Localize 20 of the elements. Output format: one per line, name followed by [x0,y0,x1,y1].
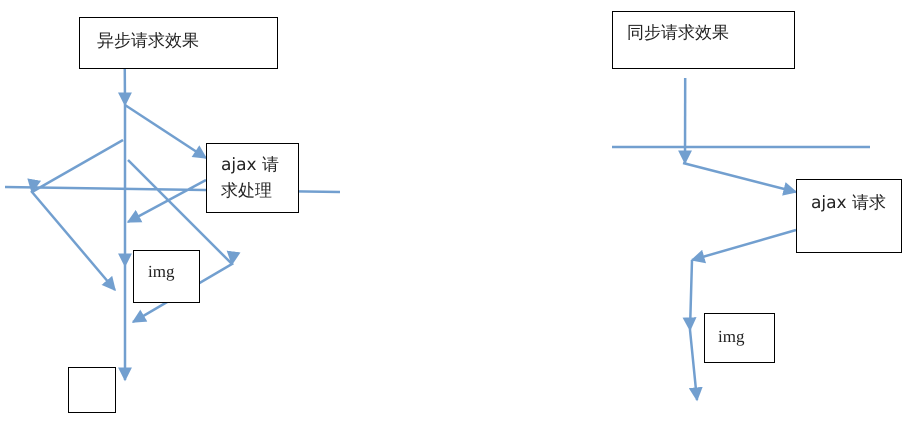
box-label: img [718,326,746,348]
text-box [796,179,902,253]
box-label: 异步请求效果 [97,30,200,53]
text-box [704,313,775,363]
arrow [690,228,796,264]
empty-box [68,367,116,413]
arrow [126,178,207,224]
text-box [133,250,200,303]
text-box [206,143,299,213]
arrow [124,104,208,160]
box-label: 同步请求效果 [627,22,730,45]
box-label: img [148,261,176,283]
arrow [118,69,132,382]
box-label: ajax 请求处理 [221,154,280,203]
arrow [682,162,798,196]
arrow [27,138,124,291]
text-box [79,17,278,69]
text-box [612,11,795,69]
arrow [678,78,692,164]
box-label: ajax 请求 [811,192,888,215]
